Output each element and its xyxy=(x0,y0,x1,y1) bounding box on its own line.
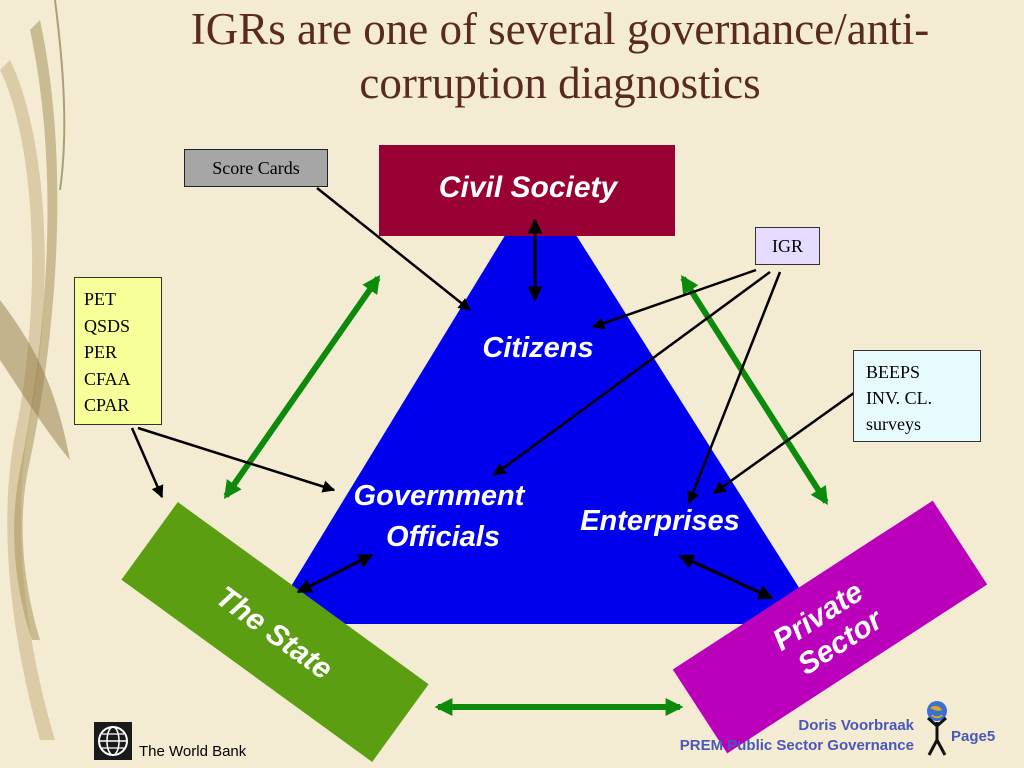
score-cards-box: Score Cards xyxy=(184,149,328,187)
igr-box: IGR xyxy=(755,227,820,265)
arrow-enterprises-private xyxy=(678,554,774,600)
globe-icon xyxy=(98,726,128,756)
arrow-pet-state xyxy=(130,427,164,499)
arrow-scorecards-citizens xyxy=(316,187,471,311)
arrow-officials-state xyxy=(296,553,374,594)
pet-list-item: PET xyxy=(84,289,117,309)
beeps-list-item: surveys xyxy=(866,414,921,434)
civil-society-box xyxy=(379,145,675,236)
pet-list-box: PET QSDS PER CFAA CPAR xyxy=(74,277,162,425)
the-state-box xyxy=(121,502,429,762)
igr-label: IGR xyxy=(772,236,803,256)
footer-unit: PREM Public Sector Governance xyxy=(679,737,914,754)
pet-list-item: CFAA xyxy=(84,368,131,389)
slide-title: IGRs are one of several governance/anti-… xyxy=(190,4,930,108)
enterprises-label: Enterprises xyxy=(580,505,740,537)
arrow-igr-enterprises xyxy=(687,271,782,505)
citizens-label: Citizens xyxy=(482,332,593,364)
arrow-state-civil xyxy=(223,275,381,499)
beeps-list-item: BEEPS xyxy=(866,362,921,382)
footer-author: Doris Voorbraak xyxy=(798,717,914,734)
stakeholder-triangle xyxy=(268,178,822,624)
civil-society-label: Civil Society xyxy=(439,171,619,204)
score-cards-label: Score Cards xyxy=(212,158,300,178)
figure-holding-globe-icon xyxy=(927,701,947,756)
arrow-beeps-enterprises xyxy=(712,388,859,495)
arrow-igr-officials xyxy=(492,270,771,477)
arrow-pet-officials xyxy=(137,426,336,493)
arrow-igr-citizens xyxy=(591,268,757,330)
private-sector-box xyxy=(672,500,988,754)
beeps-list-item: INV. CL. xyxy=(866,388,933,408)
footer-page: Page5 xyxy=(951,728,996,745)
arrow-civil-private xyxy=(680,274,829,506)
decorative-leaves xyxy=(0,0,70,740)
pet-list-item: QSDS xyxy=(84,315,131,336)
government-officials-label: Government Officials xyxy=(354,480,533,553)
pet-list-item: CPAR xyxy=(84,395,130,415)
beeps-list-box: BEEPS INV. CL. surveys xyxy=(853,350,981,442)
government-officials-line-2: Officials xyxy=(386,521,500,553)
footer-org: The World Bank xyxy=(139,743,247,760)
government-officials-line-1: Government xyxy=(354,480,526,512)
pet-list-item: PER xyxy=(84,342,118,362)
world-bank-logo xyxy=(94,722,132,760)
